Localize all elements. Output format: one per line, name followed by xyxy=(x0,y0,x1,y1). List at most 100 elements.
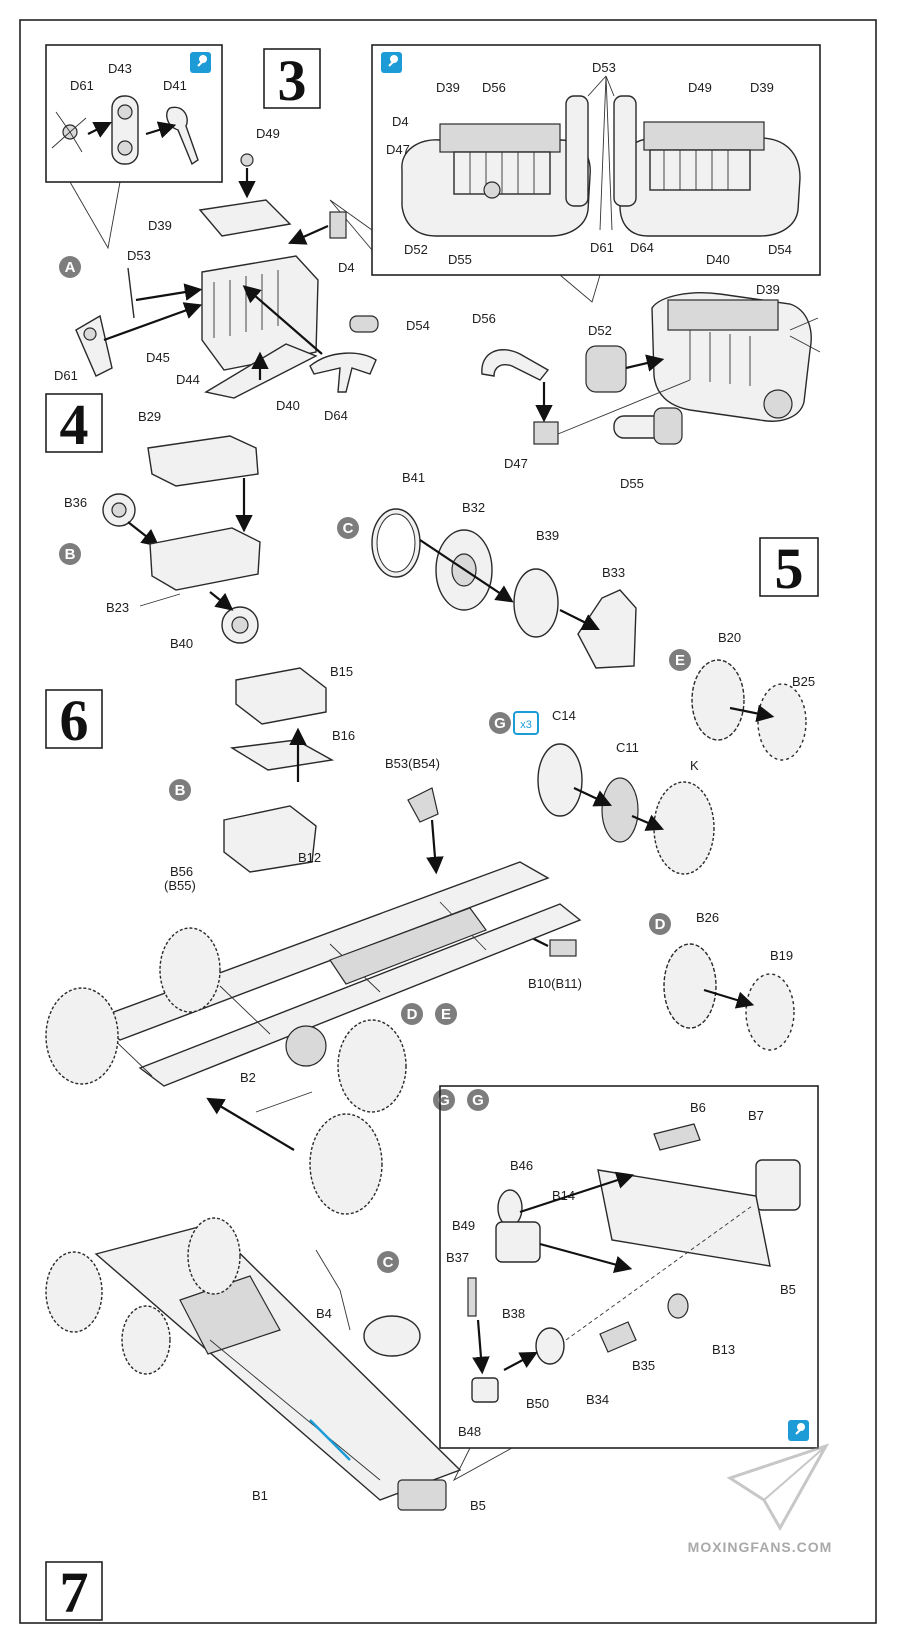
part-transfer-case-step6 xyxy=(223,805,317,873)
svg-text:C: C xyxy=(383,1254,394,1271)
label-b25: B25 xyxy=(792,674,815,689)
label-d44: D44 xyxy=(176,372,200,387)
label-b7: B7 xyxy=(748,1108,764,1123)
fan-inset-box xyxy=(45,44,223,183)
svg-text:C: C xyxy=(343,520,354,537)
part-d56-pipe xyxy=(481,349,550,381)
callout-a: A xyxy=(59,256,81,278)
part-drive-sprocket xyxy=(337,1019,407,1113)
part-d52-filter xyxy=(585,345,627,393)
part-d47 xyxy=(533,421,559,445)
label-d39: D39 xyxy=(148,218,172,233)
label-b4: B4 xyxy=(316,1306,332,1321)
label-b16: B16 xyxy=(332,728,355,743)
step-box-4 xyxy=(45,393,103,453)
fan-inset-pointer xyxy=(69,181,121,250)
svg-text:E: E xyxy=(441,1006,451,1023)
part-d61-fan-assembly xyxy=(75,314,113,377)
part-b19-sprocket xyxy=(745,973,795,1051)
part-b5-assembly xyxy=(397,1479,447,1511)
label-d39-detail-left: D39 xyxy=(436,80,460,95)
part-d4 xyxy=(329,211,347,239)
part-b39-hub xyxy=(513,568,559,638)
callout-g-step5: G xyxy=(489,712,511,734)
part-b50 xyxy=(535,1327,565,1365)
label-b20: B20 xyxy=(718,630,741,645)
label-d61-inset: D61 xyxy=(70,78,94,93)
label-b12: B12 xyxy=(298,850,321,865)
paint-brush-icon xyxy=(190,52,211,73)
steering-detail-box xyxy=(439,1085,819,1449)
label-d54: D54 xyxy=(406,318,430,333)
step-number-5: 5 xyxy=(775,536,804,601)
part-b49 xyxy=(495,1221,541,1263)
engine-detail-pointer-right xyxy=(559,274,601,303)
label-d61: D61 xyxy=(54,368,78,383)
step-box-6 xyxy=(45,689,103,749)
label-d40-detail: D40 xyxy=(706,252,730,267)
label-d47-detail: D47 xyxy=(386,142,410,157)
label-b49: B49 xyxy=(452,1218,475,1233)
part-b48 xyxy=(471,1377,499,1403)
label-b33: B33 xyxy=(602,565,625,580)
label-d56-detail: D56 xyxy=(482,80,506,95)
fan-blade-part xyxy=(51,111,87,153)
label-b48: B48 xyxy=(458,1424,481,1439)
label-b55: (B55) xyxy=(164,878,196,893)
part-b4-steering-column xyxy=(315,1249,351,1331)
callout-d-step6: D xyxy=(649,913,671,935)
label-b34: B34 xyxy=(586,1392,609,1407)
label-b40: B40 xyxy=(170,636,193,651)
label-b15: B15 xyxy=(330,664,353,679)
engine-right-view xyxy=(613,95,801,237)
label-b6: B6 xyxy=(690,1100,706,1115)
label-d61-detail: D61 xyxy=(590,240,614,255)
watermark-text: MOXINGFANS.COM xyxy=(688,1539,833,1555)
label-b19: B19 xyxy=(770,948,793,963)
part-d49 xyxy=(240,153,254,167)
svg-text:B: B xyxy=(65,546,76,563)
label-b23: B23 xyxy=(106,600,129,615)
svg-text:E: E xyxy=(675,652,685,669)
part-transfer-case xyxy=(149,527,261,591)
callout-c-step5: C xyxy=(337,517,359,539)
label-b56: B56 xyxy=(170,864,193,879)
part-chassis-step7 xyxy=(94,1223,462,1501)
part-b13 xyxy=(667,1293,689,1319)
part-engine-block xyxy=(201,255,319,371)
label-d40: D40 xyxy=(276,398,300,413)
page-border xyxy=(19,19,877,1624)
label-c14: C14 xyxy=(552,708,576,723)
label-b38: B38 xyxy=(502,1306,525,1321)
label-b13: B13 xyxy=(712,1342,735,1357)
callout-b-step4: B xyxy=(59,543,81,565)
part-d53 xyxy=(127,267,135,319)
part-b25-sprocket xyxy=(757,683,807,761)
step-box-5 xyxy=(759,537,819,597)
part-d55-starter xyxy=(613,407,683,445)
label-d41: D41 xyxy=(163,78,187,93)
step-3: 3 D61 D43 D41 xyxy=(45,44,821,423)
part-c11-wheel xyxy=(601,777,639,843)
label-d45: D45 xyxy=(146,350,170,365)
label-b10-b11: B10(B11) xyxy=(528,976,582,991)
label-b5: B5 xyxy=(470,1498,486,1513)
label-b37: B37 xyxy=(446,1250,469,1265)
part-front-tire-left xyxy=(45,987,119,1085)
label-d47-s4: D47 xyxy=(504,456,528,471)
part-b16-plate xyxy=(229,739,335,771)
label-b39: B39 xyxy=(536,528,559,543)
step-number-4: 4 xyxy=(60,392,89,457)
label-c11: C11 xyxy=(616,740,639,755)
callout-b-step6: B xyxy=(169,779,191,801)
part-tire-rear-step7 xyxy=(187,1217,241,1295)
callout-g-g-step6: G G xyxy=(433,1089,489,1111)
label-b53-b54: B53(B54) xyxy=(385,756,440,771)
engine-detail-box xyxy=(371,44,821,276)
step-4: 4 D56 D47 D39 D52 D55 B29 B36 xyxy=(45,282,821,651)
part-b29 xyxy=(147,435,259,487)
part-b26-sprocket xyxy=(663,943,717,1029)
step-box-3 xyxy=(263,48,321,109)
label-d54-detail: D54 xyxy=(768,242,792,257)
